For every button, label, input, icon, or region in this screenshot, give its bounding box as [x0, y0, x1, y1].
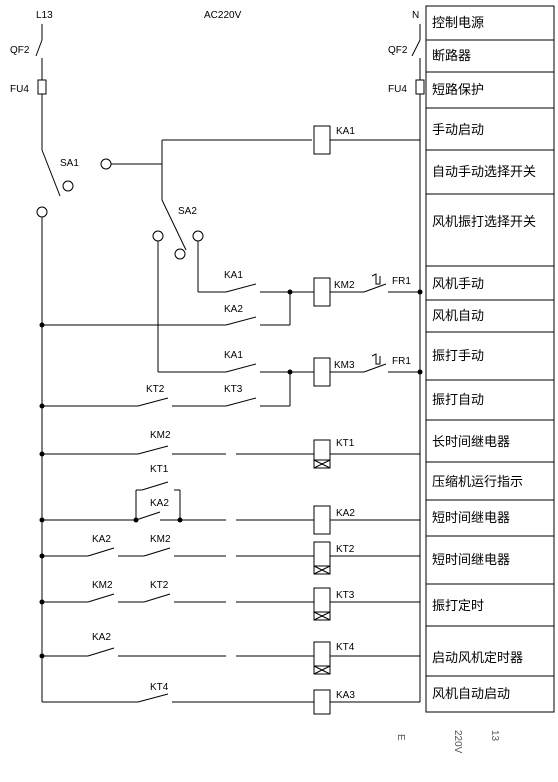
coil-label: KM2 [334, 280, 355, 291]
contact-label: KA2 [92, 632, 111, 643]
sa1-label: SA1 [60, 158, 79, 169]
left-bus [35, 24, 74, 702]
coil-label: KT2 [336, 544, 355, 555]
contact-label: KT1 [150, 464, 169, 475]
row-kt3 [39, 587, 420, 621]
coil-label: KA3 [336, 690, 355, 701]
right-bus [411, 24, 425, 702]
contact-label: KA1 [224, 270, 243, 281]
sa2-label: SA2 [178, 206, 197, 217]
desc-cell: 手动启动 [432, 123, 484, 138]
row-km2 [39, 273, 423, 328]
desc-cell: 启动风机定时器 [432, 651, 523, 666]
coil-label: KT1 [336, 438, 355, 449]
coil-label: KA1 [336, 126, 355, 137]
desc-cell: 风机自动启动 [432, 687, 510, 702]
description-table [425, 5, 555, 713]
contact-label: KM2 [150, 430, 171, 441]
row-kt2 [39, 541, 420, 575]
footer-mark: 220V [452, 730, 463, 754]
row-ka1-coil [313, 125, 420, 155]
fuse-left-label: FU4 [10, 84, 29, 95]
breaker-left-label: QF2 [10, 45, 30, 56]
breaker-right-label: QF2 [388, 45, 408, 56]
desc-cell: 振打定时 [432, 599, 484, 614]
row-ka3 [42, 689, 420, 715]
row-kt4 [39, 641, 420, 675]
contact-label: KM2 [92, 580, 113, 591]
row-km3 [39, 353, 423, 409]
desc-cell: 振打手动 [432, 349, 484, 364]
desc-cell: 控制电源 [432, 16, 484, 31]
desc-cell: 风机自动 [432, 309, 484, 324]
fuse-right-label: FU4 [388, 84, 407, 95]
coil-label: KM3 [334, 360, 355, 371]
neutral-label: N [412, 10, 419, 21]
contact-label: KT2 [146, 384, 165, 395]
contact-label: KT4 [150, 682, 169, 693]
desc-cell: 压缩机运行指示 [432, 474, 523, 490]
sa1-sa2-switch [100, 139, 312, 373]
coil-label: KT4 [336, 642, 355, 653]
row-ka2 [39, 481, 420, 535]
row-kt1 [39, 439, 420, 469]
contact-label: KA2 [92, 534, 111, 545]
contact-label: KT2 [150, 580, 169, 591]
phase-label: L13 [36, 10, 53, 21]
desc-cell: 断路器 [432, 48, 471, 64]
desc-cell: 风机手动 [432, 277, 484, 292]
coil-label: KT3 [336, 590, 355, 601]
footer-mark: E [395, 734, 406, 741]
contact-label: KA2 [224, 304, 243, 315]
desc-cell: 短路保护 [432, 82, 484, 98]
supply-label: AC220V [204, 10, 242, 21]
desc-cell: 长时间继电器 [432, 435, 510, 450]
desc-cell: 风机振打选择开关 [432, 215, 536, 230]
footer-mark: 13 [489, 730, 500, 742]
fr-label: FR1 [392, 276, 411, 287]
coil-label: KA2 [336, 508, 355, 519]
contact-label: KA2 [150, 498, 169, 509]
desc-cell: 振打自动 [432, 393, 484, 408]
contact-label: KM2 [150, 534, 171, 545]
contact-label: KA1 [224, 350, 243, 361]
desc-cell: 短时间继电器 [432, 553, 510, 568]
desc-cell: 自动手动选择开关 [432, 165, 536, 180]
desc-cell: 短时间继电器 [432, 511, 510, 526]
fr-label: FR1 [392, 356, 411, 367]
contact-label: KT3 [224, 384, 243, 395]
